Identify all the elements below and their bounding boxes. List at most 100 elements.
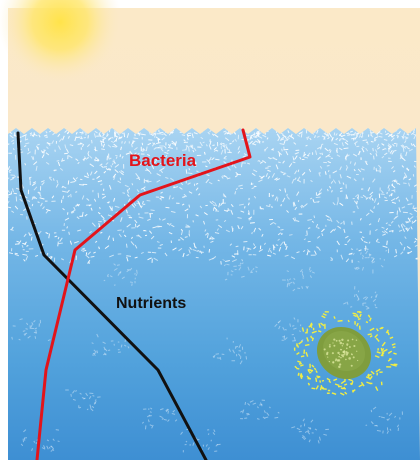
plankton-dash [108,350,110,351]
bacteria-dash [316,376,319,377]
bacteria-dash [301,356,304,357]
bacteria-dash [312,338,314,339]
plankton-dash [115,155,117,156]
particle-speckle [357,360,358,361]
particle-speckle [337,352,339,354]
particle-speckle [329,344,331,346]
plankton-dash [120,272,121,274]
plankton-dash [31,134,32,136]
bacteria-dash [305,332,307,333]
plankton-dash [100,232,102,233]
plankton-dash [143,204,145,205]
plankton-dash [132,183,133,185]
bacteria-dash [308,383,309,385]
bacteria-dash [334,393,336,394]
plankton-dash [49,447,50,449]
plankton-dash [381,194,385,195]
plankton-dash [386,250,388,251]
bacteria-dash [320,387,321,390]
plankton-dash [322,153,323,155]
particle-speckle [329,361,330,362]
particle-speckle [336,340,338,342]
bacteria-dash [344,387,345,389]
plankton-dash [356,267,359,268]
plankton-dash [204,246,205,248]
plankton-dash [394,150,396,151]
plankton-dash [124,133,125,137]
plankton-dash [317,246,318,248]
particle-speckle [342,355,344,357]
plankton-dash [226,264,229,265]
plankton-dash [274,417,278,418]
bacteria-dash [381,348,382,351]
particle-speckle [341,339,343,341]
plankton-dash [252,232,253,234]
particle-speckle [351,365,353,367]
particle-speckle [345,359,347,361]
plankton-dash [15,253,18,254]
plankton-dash [120,178,121,181]
plankton-dash [168,411,169,414]
plankton-dash [212,145,214,146]
plankton-dash [245,402,246,405]
plankton-dash [215,159,219,160]
plankton-dash [288,279,289,281]
plankton-dash [293,203,294,207]
particle-speckle [337,359,339,361]
plankton-dash [292,326,294,327]
plankton-dash [276,245,278,246]
plankton-dash [203,142,205,143]
plankton-dash [298,170,299,172]
plankton-dash [280,229,283,230]
plankton-dash [54,170,56,171]
plankton-dash [150,412,152,413]
plankton-dash [354,294,355,296]
plankton-dash [220,357,221,360]
plankton-dash [277,197,278,201]
plankton-dash [84,158,85,161]
plankton-dash [75,192,77,193]
bacteria-dash [312,339,313,341]
plankton-dash [357,201,358,204]
particle-speckle [333,338,335,340]
particle-speckle [353,356,355,358]
particle-speckle [339,363,341,365]
plankton-dash [316,197,321,198]
plankton-dash [209,249,210,253]
bacteria-dash [344,384,347,385]
plankton-dash [9,170,11,171]
particle-speckle [326,353,328,355]
plankton-dash [116,138,117,142]
particle-speckle [356,351,357,352]
plankton-dash [26,329,28,330]
plankton-dash [236,246,239,247]
bacteria-dash [338,321,343,322]
plankton-dash [137,270,138,274]
plankton-dash [221,261,222,264]
plankton-dash [82,212,83,216]
plankton-dash [32,204,33,206]
plankton-dash [122,193,124,194]
plankton-dash [34,133,35,135]
plankton-dash [361,197,363,198]
plankton-dash [197,251,200,252]
plankton-dash [414,208,417,209]
bacteria-dash [305,345,309,346]
plankton-dash [126,256,131,257]
plankton-dash [361,252,362,254]
plankton-dash [164,419,167,420]
bacteria-dash [353,313,357,314]
plankton-dash [157,227,160,228]
plankton-dash [222,143,224,144]
bacteria-dash [318,331,321,332]
bacteria-dash [368,334,372,335]
particle-speckle [347,340,349,342]
bacteria-dash [366,322,368,323]
plankton-dash [23,331,25,332]
plankton-dash [403,147,404,152]
plankton-dash [406,222,408,223]
particle-speckle [341,349,342,350]
plankton-dash [167,223,169,224]
bacteria-dash [311,336,312,338]
